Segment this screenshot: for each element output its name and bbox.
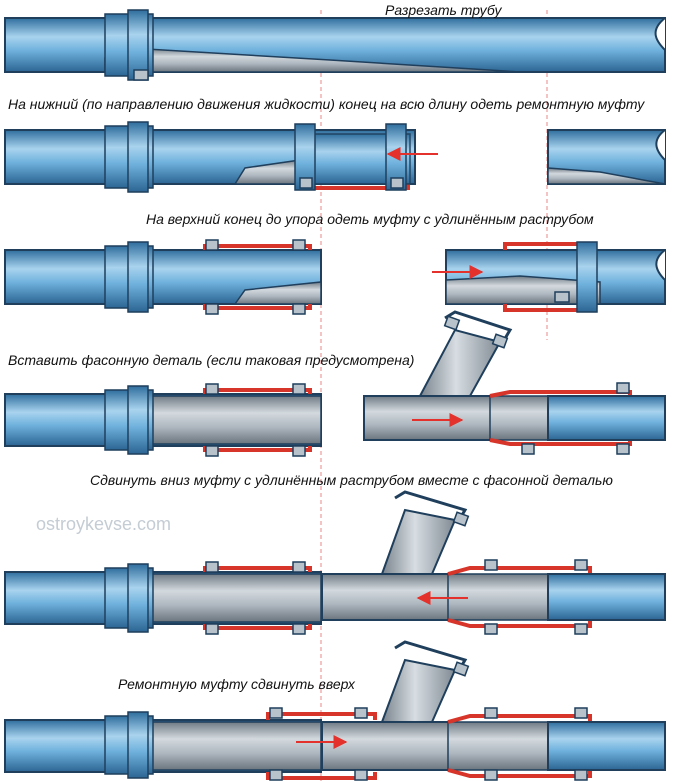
step-4-bolt-mid-bottom <box>521 443 535 455</box>
step-5-bolt-mid-top <box>484 559 498 571</box>
step-4-caption: Вставить фасонную деталь (если таковая п… <box>8 352 415 368</box>
step-6-bolt-bottom-left <box>269 769 283 781</box>
step-4-fitting-bolt-left <box>443 315 461 331</box>
step-3-drawing <box>4 239 666 315</box>
step-5-fitting-branch <box>380 508 457 575</box>
step-1-bolt <box>133 69 149 81</box>
step-2-right-pipe-grey <box>547 167 666 185</box>
step-6-right-pipe <box>547 721 666 771</box>
step-2-drawing <box>4 121 666 193</box>
step-6-bolt-mid-top <box>484 707 498 719</box>
step-3-right-bolt <box>554 291 570 303</box>
step-2-caption: На нижний (по направлению движения жидко… <box>8 96 645 112</box>
step-4-right-pipe <box>547 395 666 441</box>
step-2-coupling-ring-left <box>294 123 316 191</box>
step-5-bolt-bottom-right <box>292 623 306 635</box>
step-4-left-flange <box>127 385 149 455</box>
step-6-long-socket <box>447 714 592 778</box>
step-2-bolt-right <box>390 177 404 189</box>
step-6-left-grey-section <box>151 721 322 771</box>
step-4-fitting-body <box>363 395 493 441</box>
step-5-bolt-top-right <box>292 561 306 573</box>
step-4-bolt-top-left <box>205 383 219 395</box>
step-5-repair-coupling <box>203 566 312 630</box>
step-4-left-grey-section <box>151 395 322 445</box>
step-6-bolt-mid-bottom <box>484 769 498 781</box>
step-1-caption: Разрезать трубу <box>385 2 502 18</box>
step-5-caption: Сдвинуть вниз муфту с удлинённым раструб… <box>90 472 613 488</box>
step-3-left-flange <box>127 241 149 313</box>
step-1-pipe-cut-end <box>654 17 666 51</box>
step-3-bolt-top-right <box>292 239 306 251</box>
step-3-right-flange <box>576 241 598 313</box>
step-5-right-pipe <box>547 573 666 621</box>
step-5-bolt-bottom-left <box>205 623 219 635</box>
watermark: ostroykevse.com <box>36 514 172 534</box>
step-3-bolt-bottom-right <box>292 303 306 315</box>
step-4-long-socket <box>489 390 632 446</box>
step-6-fitting-branch <box>380 658 457 723</box>
step-6-fitting-bolt <box>452 661 470 677</box>
step-6-bolt-right-bottom <box>574 769 588 781</box>
step-1-drawing <box>4 9 666 81</box>
step-5-bolt-top-left <box>205 561 219 573</box>
step-4-repair-coupling <box>203 388 312 452</box>
step-4-fitting-bolt-right <box>491 333 509 349</box>
step-4-bolt-right-bottom <box>616 443 630 455</box>
step-5-fitting-bolt <box>452 511 470 527</box>
step-4-bolt-right-top <box>616 382 630 394</box>
step-3-bolt-bottom-left <box>205 303 219 315</box>
step-5-left-grey-section <box>151 573 322 623</box>
step-5-long-socket <box>447 566 592 628</box>
step-3-repair-coupling <box>203 244 312 310</box>
step-5-bolt-right-bottom <box>574 623 588 635</box>
step-2-left-flange <box>127 121 149 193</box>
step-6-bolt-top-right <box>354 707 368 719</box>
step-6-caption: Ремонтную муфту сдвинуть вверх <box>118 676 355 692</box>
step-5-bolt-right-top <box>574 559 588 571</box>
step-3-right-pipe-cut-end <box>655 249 666 281</box>
step-6-fitting-body <box>321 721 451 771</box>
step-6-bolt-top-left <box>269 707 283 719</box>
step-6-left-flange <box>127 711 149 779</box>
step-6-drawing <box>4 640 666 781</box>
step-3-bolt-top-left <box>205 239 219 251</box>
step-6-bolt-bottom-right <box>354 769 368 781</box>
step-4-fitting-branch-socket <box>444 310 513 343</box>
step-4-drawing <box>4 310 666 457</box>
step-4-fitting-branch <box>418 328 502 397</box>
step-4-bolt-bottom-left <box>205 445 219 457</box>
step-4-bolt-bottom-right <box>292 445 306 457</box>
step-5-left-flange <box>127 563 149 633</box>
step-2-right-pipe-cut-end <box>655 129 666 161</box>
step-2-bolt-left <box>299 177 313 189</box>
step-5-bolt-mid-bottom <box>484 623 498 635</box>
step-6-repair-coupling <box>266 712 377 780</box>
step-3-caption: На верхний конец до упора одеть муфту с … <box>146 211 594 227</box>
step-4-bolt-top-right <box>292 383 306 395</box>
step-6-bolt-right-top <box>574 707 588 719</box>
step-5-drawing <box>4 490 666 635</box>
